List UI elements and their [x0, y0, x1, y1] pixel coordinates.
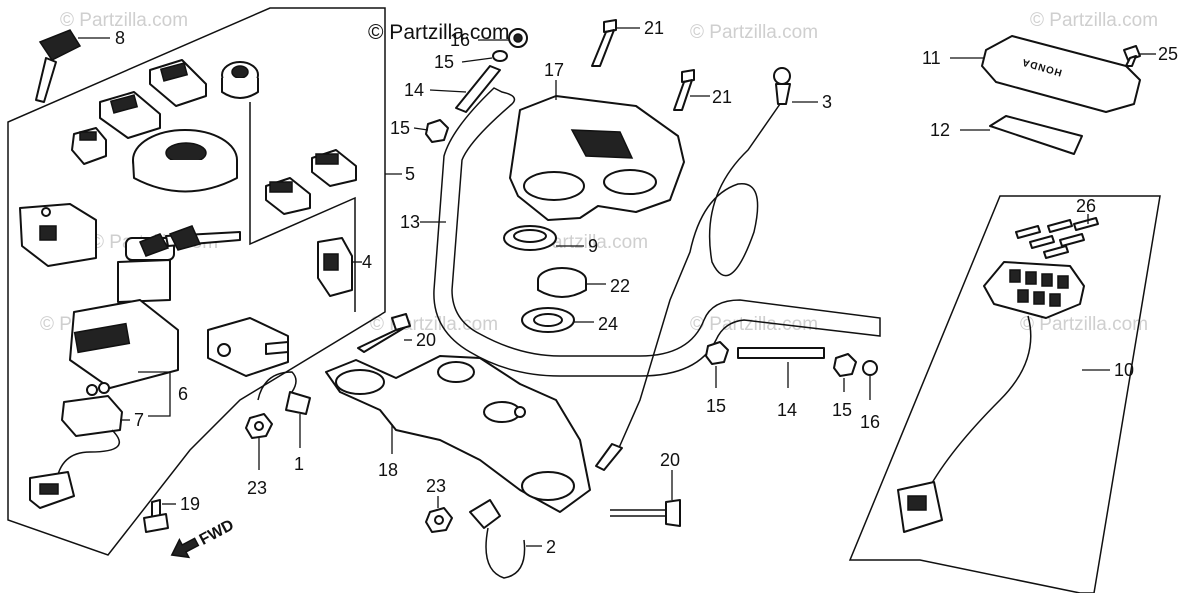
callout-8: 8: [115, 28, 125, 48]
callout-3: 3: [822, 92, 832, 112]
callout-14: 14: [404, 80, 424, 100]
callout-22: 22: [610, 276, 630, 296]
seat-lock-icon: [19, 203, 97, 267]
switch-block-icon: [99, 91, 161, 139]
wiring-group-outline: [848, 195, 1161, 593]
switch-block-icon: [311, 149, 357, 187]
nut-icon: [705, 341, 729, 365]
callout-24: 24: [598, 314, 618, 334]
callout-14: 14: [777, 400, 797, 420]
callout-21: 21: [644, 18, 664, 38]
meter-cap-icon: [537, 267, 587, 298]
bolt-rod-icon: [455, 65, 501, 113]
leader-line: [461, 57, 493, 63]
callout-16: 16: [860, 412, 880, 432]
cap-nut-icon: [508, 28, 528, 48]
wire-clamp-icon: [257, 371, 311, 415]
fuse-icon: [1015, 217, 1099, 259]
callout-19: 19: [180, 494, 200, 514]
kit-outline: [7, 7, 386, 556]
callout-2: 2: [546, 537, 556, 557]
copyright-text: © Partzilla.com: [368, 21, 510, 44]
speedometer-cable-icon: [595, 67, 791, 471]
callout-18: 18: [378, 460, 398, 480]
callout-21: 21: [712, 87, 732, 107]
switch-contact-icon: [61, 382, 123, 437]
callout-20: 20: [660, 450, 680, 470]
nut-icon: [425, 507, 453, 533]
callout-15: 15: [390, 118, 410, 138]
fwd-label: FWD: [197, 517, 237, 549]
screw-icon: [1123, 45, 1141, 67]
cap-nut-icon: [862, 360, 878, 376]
callout-5: 5: [405, 164, 415, 184]
fuel-cap-icon: [132, 129, 238, 193]
handlebar: [433, 87, 881, 377]
leader-line: [413, 127, 429, 131]
leader-line: [138, 371, 171, 417]
connector-icon: [29, 471, 75, 509]
watermark: © Partzilla.com: [1020, 314, 1148, 335]
callout-9: 9: [588, 236, 598, 256]
callout-1: 1: [294, 454, 304, 474]
leader-line: [429, 89, 467, 93]
callout-6: 6: [178, 384, 188, 404]
bolt-icon: [143, 499, 169, 533]
steering-lock-icon: [207, 317, 289, 377]
wire-harness: [55, 429, 120, 485]
meter-housing-icon: [509, 95, 685, 221]
helmet-lock-icon: [317, 237, 353, 297]
screw-icon: [591, 19, 617, 67]
emblem-cover-icon: HONDA: [981, 35, 1141, 113]
fuse-box-icon: [983, 261, 1085, 319]
lock-cylinder-icon: [221, 61, 259, 99]
nut-icon: [833, 353, 857, 377]
switch-subgroup-outline: [249, 102, 356, 312]
watermark: © Partzilla.com: [690, 314, 818, 335]
watermark: © Partzilla.com: [60, 10, 188, 31]
switch-block-icon: [71, 127, 107, 165]
fwd-arrow-icon: FWD: [170, 517, 237, 559]
callout-23: 23: [247, 478, 267, 498]
emblem-pad-icon: [989, 115, 1083, 155]
key-icon: [168, 225, 202, 251]
callout-20: 20: [416, 330, 436, 350]
bolt-rod-icon: [737, 347, 825, 359]
callout-17: 17: [544, 60, 564, 80]
callout-10: 10: [1114, 360, 1134, 380]
callout-13: 13: [400, 212, 420, 232]
callout-16: 16: [450, 30, 470, 50]
key-icon: [35, 29, 82, 103]
washer-icon: [521, 307, 575, 333]
callout-26: 26: [1076, 196, 1096, 216]
callout-4: 4: [362, 252, 372, 272]
callout-12: 12: [930, 120, 950, 140]
connector-icon: [897, 481, 943, 533]
watermark: © Partzilla.com: [690, 22, 818, 43]
washer-icon: [492, 50, 508, 62]
callout-15: 15: [434, 52, 454, 72]
watermark: © Partzilla.com: [1030, 10, 1158, 31]
callout-11: 11: [922, 48, 941, 68]
callout-23: 23: [426, 476, 446, 496]
fuse-box-harness: [927, 315, 1032, 491]
switch-block-icon: [149, 59, 207, 107]
nut-icon: [425, 119, 449, 143]
ignition-switch-icon: [69, 231, 241, 389]
callout-7: 7: [134, 410, 144, 430]
callout-15: 15: [706, 396, 726, 416]
bolt-icon: [610, 499, 681, 527]
callout-15: 15: [832, 400, 852, 420]
bolt-icon: [357, 313, 411, 353]
cable-clamp-icon: [469, 499, 526, 579]
nut-icon: [245, 413, 273, 439]
screw-icon: [673, 69, 695, 111]
grommet-icon: [503, 225, 557, 251]
callout-25: 25: [1158, 44, 1178, 64]
handlebar-holder-icon: [325, 355, 591, 513]
switch-block-icon: [265, 177, 311, 215]
